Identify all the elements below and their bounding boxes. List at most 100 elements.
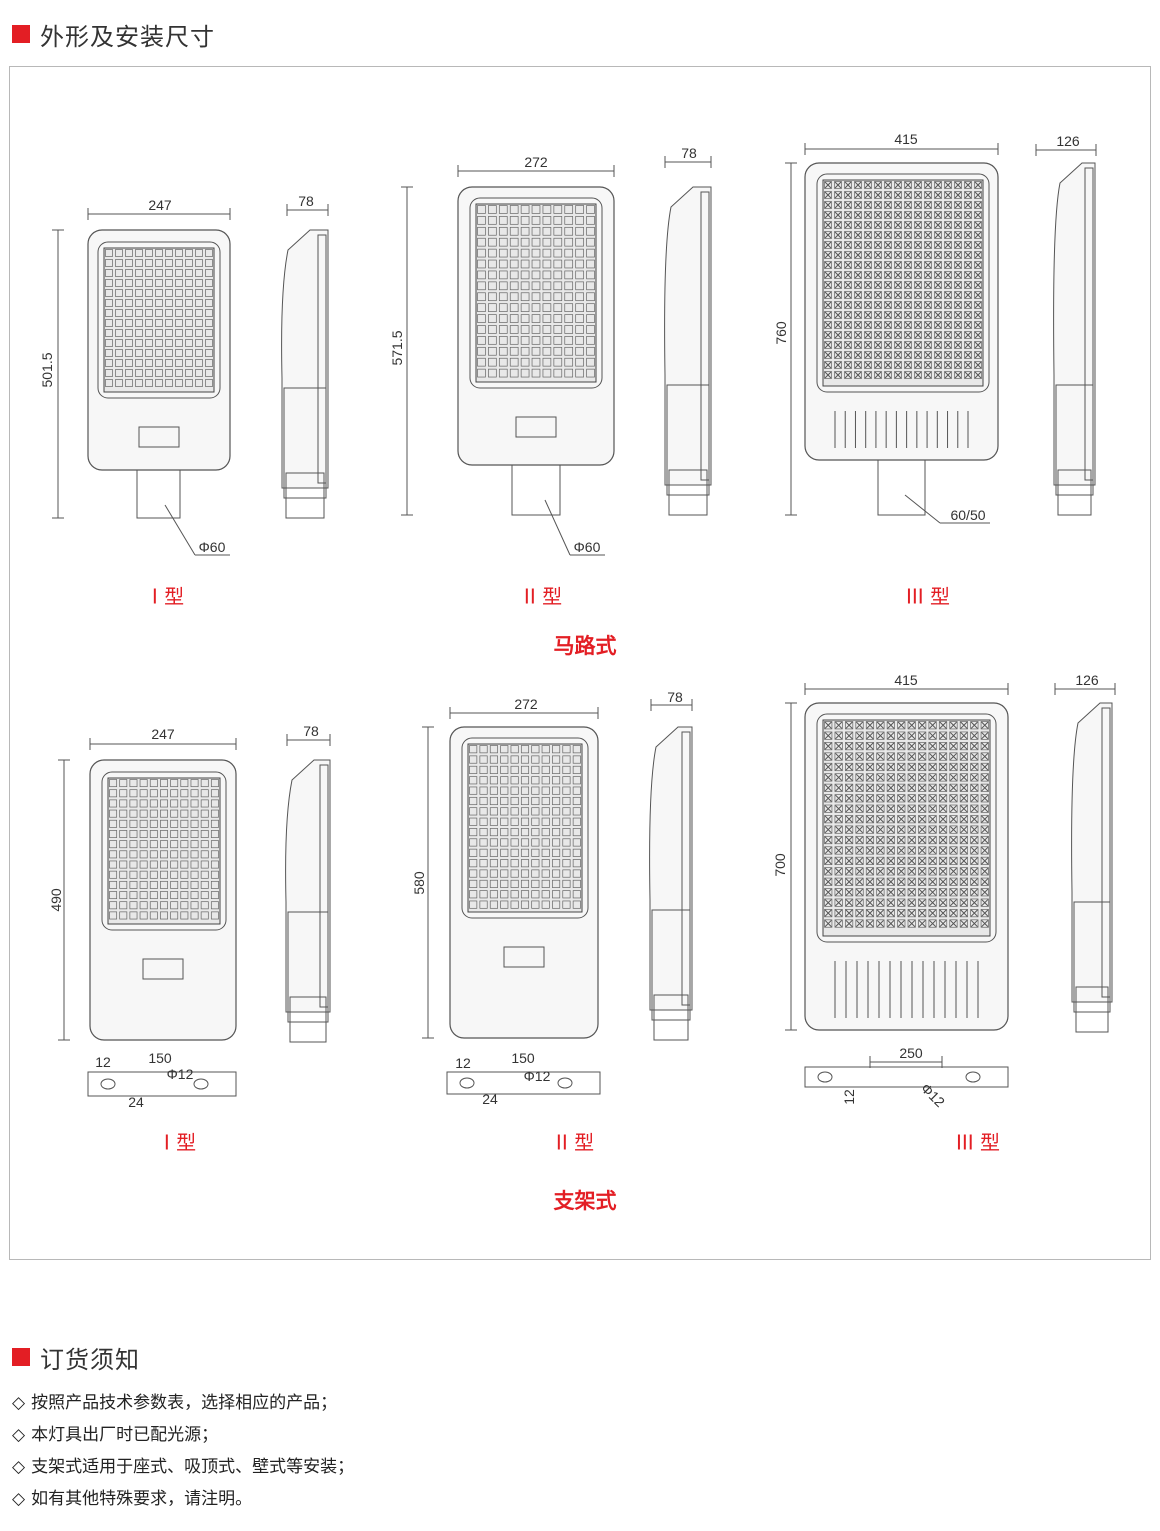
led-cell <box>160 779 168 788</box>
led-cell <box>498 259 508 269</box>
led-lens-line <box>954 191 962 199</box>
led-lens-line <box>844 281 852 289</box>
led-cell <box>509 314 519 323</box>
led-cell <box>562 848 571 857</box>
led-cell <box>904 311 912 319</box>
led-cell <box>200 901 209 910</box>
led-lens-line <box>924 181 932 189</box>
led-cell <box>165 259 173 267</box>
diamond-bullet-icon: ◇ <box>12 1457 26 1477</box>
led-cell <box>488 292 497 302</box>
led-cell <box>855 794 864 803</box>
led-cell <box>479 796 488 806</box>
led-cell <box>510 796 519 806</box>
dim-height: 490 <box>48 888 64 912</box>
led-lens-line <box>918 784 926 792</box>
category-road: 马路式 <box>553 634 617 658</box>
led-cell <box>575 205 584 214</box>
led-lens-line <box>824 191 832 199</box>
led-lens-line <box>844 201 852 209</box>
led-cell <box>520 237 530 247</box>
led-lens-line <box>934 271 942 279</box>
led-cell <box>165 369 173 377</box>
led-cell <box>876 846 885 855</box>
led-lens-line <box>934 331 942 339</box>
led-cell <box>553 303 563 312</box>
led-cell <box>195 329 203 337</box>
led-cell <box>824 867 833 876</box>
led-cell <box>834 731 843 740</box>
led-cell <box>845 773 854 782</box>
led-lens-line <box>970 899 978 907</box>
led-cell <box>180 799 189 808</box>
dim-side: 78 <box>303 723 319 739</box>
led-cell <box>904 251 912 259</box>
led-lens-line <box>934 371 942 379</box>
led-cell <box>531 303 541 312</box>
led-lens-line <box>970 773 978 781</box>
led-cell <box>845 742 854 751</box>
led-lens-line <box>876 888 884 896</box>
led-cell <box>564 336 574 345</box>
led-lens-line <box>974 321 982 329</box>
led-cell <box>854 361 862 369</box>
led-lens-line <box>939 836 947 844</box>
list-item: ◇本灯具出厂时已配光源； <box>12 1425 219 1445</box>
led-cell <box>944 261 952 269</box>
led-cell <box>145 359 153 367</box>
led-cell <box>959 773 968 782</box>
led-cell <box>139 891 148 900</box>
led-cell <box>855 815 864 824</box>
led-cell <box>844 321 852 329</box>
led-cell <box>845 731 854 740</box>
led-cell <box>575 270 584 280</box>
type2-road-front-pole-mount <box>511 464 561 516</box>
led-lens-line <box>854 291 862 299</box>
led-cell <box>115 349 123 357</box>
led-lens-line <box>876 784 884 792</box>
led-cell <box>139 809 148 818</box>
led-lens-line <box>981 899 989 907</box>
led-lens-line <box>929 815 937 823</box>
led-cell <box>854 281 862 289</box>
led-cell <box>844 291 852 299</box>
led-cell <box>488 325 497 334</box>
led-cell <box>874 241 882 249</box>
led-lens-line <box>845 773 853 781</box>
led-cell <box>135 379 143 387</box>
led-cell <box>949 846 958 855</box>
led-lens-line <box>934 341 942 349</box>
led-cell <box>542 248 552 258</box>
led-cell <box>918 815 927 824</box>
led-cell <box>834 898 843 907</box>
led-lens-line <box>894 221 902 229</box>
led-cell <box>864 181 872 189</box>
led-cell <box>135 249 143 257</box>
led-cell <box>564 325 574 334</box>
led-cell <box>974 191 982 199</box>
led-cell <box>531 205 541 214</box>
led-cell <box>180 789 189 798</box>
led-lens-line <box>897 909 905 917</box>
led-cell <box>924 281 932 289</box>
led-cell <box>105 269 113 277</box>
led-lens-line <box>924 201 932 209</box>
led-lens-line <box>887 857 895 865</box>
led-lens-line <box>960 763 968 771</box>
led-lens-line <box>914 261 922 269</box>
led-cell <box>160 850 168 859</box>
led-cell <box>924 211 932 219</box>
led-cell <box>185 249 193 257</box>
led-cell <box>165 319 173 327</box>
led-cell <box>970 742 979 751</box>
led-cell <box>894 281 902 289</box>
led-cell <box>109 819 118 828</box>
led-lens-line <box>894 251 902 259</box>
led-cell <box>897 867 906 876</box>
led-lens-line <box>887 732 895 740</box>
led-cell <box>180 779 189 788</box>
led-lens-line <box>908 836 916 844</box>
led-cell <box>520 205 530 214</box>
led-cell <box>210 860 219 869</box>
led-cell <box>479 859 488 868</box>
